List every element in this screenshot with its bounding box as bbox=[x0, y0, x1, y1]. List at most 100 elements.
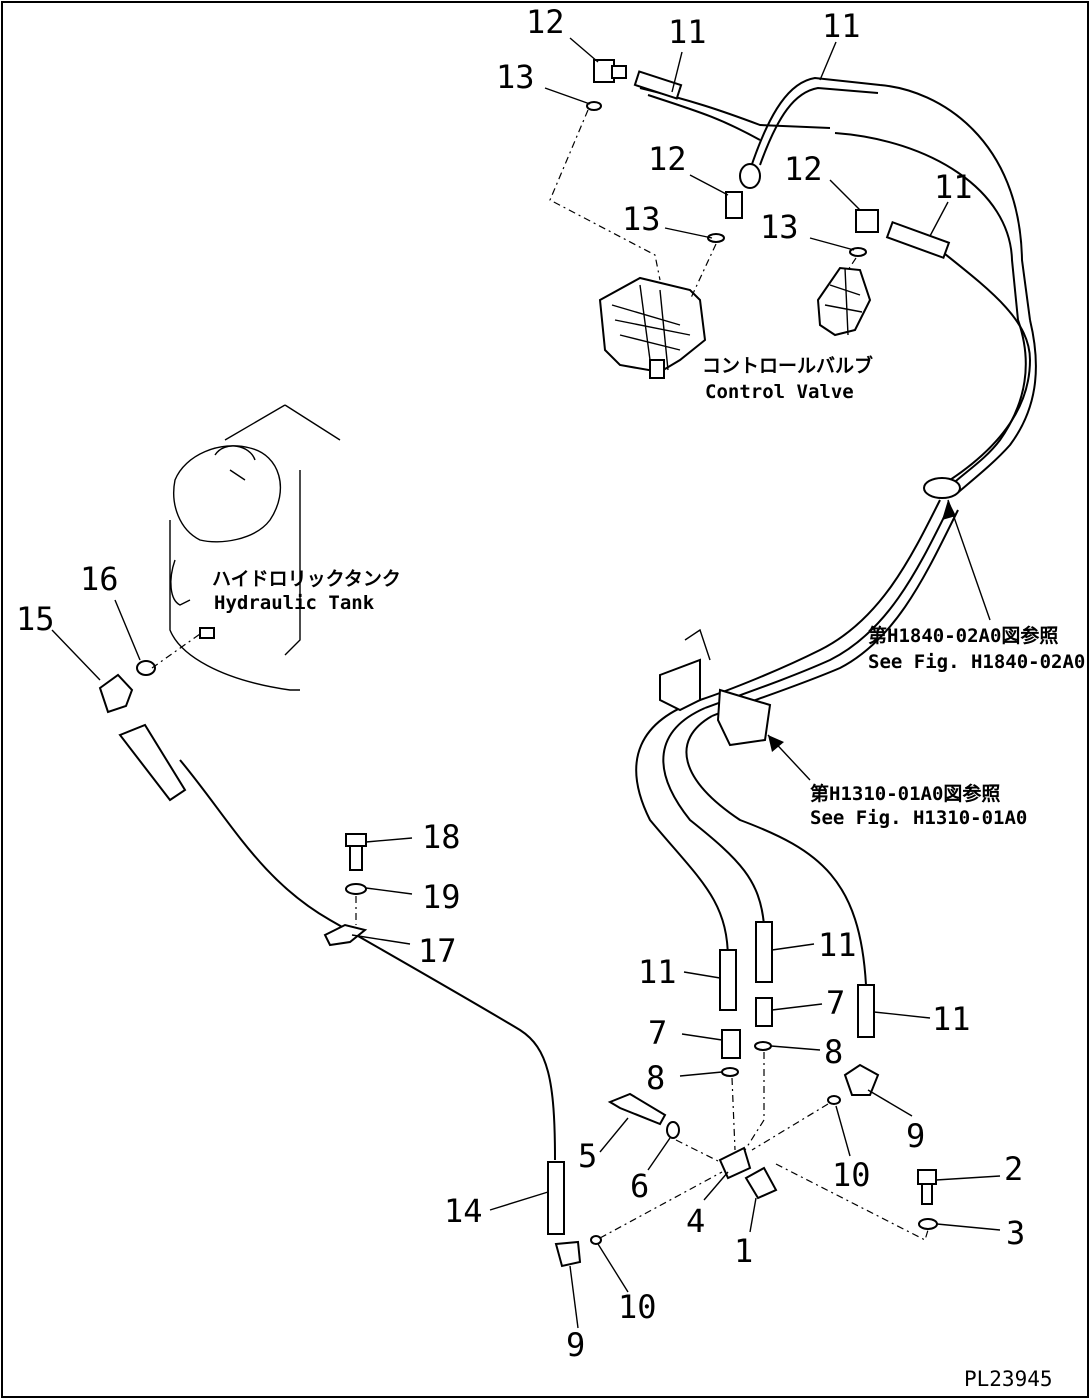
leader-12a bbox=[569, 37, 599, 63]
hose-right-3 bbox=[954, 319, 1037, 496]
callout-9a: 9 bbox=[906, 1117, 925, 1155]
callout-11a: 11 bbox=[668, 13, 707, 51]
dash-13c-to-valve bbox=[847, 257, 857, 271]
hose-end-11c bbox=[885, 220, 951, 260]
arrow-ref1 bbox=[942, 500, 956, 520]
leader-13b bbox=[664, 227, 713, 239]
leader-11d bbox=[683, 971, 721, 979]
dash-bracket-to-3 bbox=[775, 1163, 929, 1241]
leader-11a bbox=[671, 51, 683, 93]
leader-9b bbox=[569, 1265, 579, 1329]
callout-8b: 8 bbox=[824, 1033, 843, 1071]
hose-mid-1 bbox=[699, 499, 941, 701]
control-valve-left-spool bbox=[649, 359, 665, 379]
control-valve-right-body bbox=[816, 266, 872, 337]
control-valve-assembly: コントロールバルブ Control Valve bbox=[598, 266, 873, 403]
assembly-dash-lines bbox=[151, 109, 929, 1241]
hose-upper-left-2 bbox=[647, 94, 761, 141]
callout-11d: 11 bbox=[638, 953, 677, 991]
hose-end-11a bbox=[633, 70, 683, 100]
leader-10b bbox=[597, 1243, 629, 1293]
tank-port bbox=[199, 627, 215, 639]
hose-clamp-upper bbox=[923, 477, 961, 499]
clip-17 bbox=[323, 923, 368, 947]
callout-2: 2 bbox=[1004, 1150, 1023, 1188]
control-valve-label-jp: コントロールバルブ bbox=[702, 354, 873, 377]
leader-3 bbox=[936, 1223, 1001, 1231]
o-ring-10a bbox=[827, 1095, 841, 1105]
dash-10b-to-block bbox=[599, 1171, 723, 1239]
leader-10a bbox=[835, 1105, 851, 1157]
leader-6 bbox=[647, 1137, 671, 1171]
hose-lines bbox=[179, 76, 1037, 1161]
leader-8b bbox=[770, 1045, 821, 1051]
callout-16: 16 bbox=[80, 560, 119, 598]
callout-10a: 10 bbox=[832, 1156, 871, 1194]
callout-1: 1 bbox=[734, 1232, 753, 1270]
callout-11c: 11 bbox=[934, 168, 973, 206]
washer-3 bbox=[918, 1218, 938, 1230]
bolt-5 bbox=[607, 1092, 667, 1126]
hose-down-right bbox=[685, 715, 867, 986]
hydraulic-tank-assembly: ハイドロリックタンク Hydraulic Tank bbox=[169, 404, 401, 691]
leader-8a bbox=[679, 1071, 723, 1077]
callout-12b: 12 bbox=[648, 140, 687, 178]
bracket-1 bbox=[744, 1166, 778, 1200]
clamp-bracket-arm bbox=[684, 628, 711, 661]
leader-9a bbox=[867, 1089, 913, 1117]
callout-13b: 13 bbox=[622, 200, 661, 238]
hose-end-11e bbox=[755, 921, 773, 983]
elbow-9b bbox=[554, 1240, 582, 1268]
adapter-7b bbox=[755, 997, 773, 1027]
leader-19 bbox=[365, 887, 413, 895]
callout-numbers: 12 11 11 13 12 12 11 13 13 16 15 18 19 1… bbox=[16, 3, 1025, 1364]
hose-mid-2 bbox=[704, 504, 951, 709]
washer-6 bbox=[666, 1121, 680, 1139]
leader-13c bbox=[809, 237, 855, 251]
fittings bbox=[98, 59, 961, 1268]
elbow-fitting-15 bbox=[98, 673, 134, 714]
hose-right-2 bbox=[947, 319, 1027, 489]
clamp-block-lower bbox=[716, 688, 772, 747]
leader-2 bbox=[935, 1175, 1001, 1181]
o-ring-13a bbox=[586, 101, 602, 111]
callout-15: 15 bbox=[16, 600, 55, 638]
hose-end-11f bbox=[857, 984, 875, 1038]
tank-cap-detail bbox=[214, 445, 256, 481]
callout-8a: 8 bbox=[646, 1059, 665, 1097]
bolt-18-head bbox=[345, 833, 367, 847]
elbow-fitting-12a-port bbox=[611, 65, 627, 79]
hydraulic-tank-label-en: Hydraulic Tank bbox=[214, 592, 375, 614]
callout-9b: 9 bbox=[566, 1326, 585, 1364]
leader-1 bbox=[749, 1197, 757, 1233]
elbow-fitting-12c bbox=[855, 209, 879, 233]
leader-15 bbox=[51, 629, 101, 681]
leader-7a bbox=[681, 1033, 723, 1041]
leader-17 bbox=[351, 934, 411, 945]
callout-11f: 11 bbox=[932, 1000, 971, 1038]
callout-17: 17 bbox=[418, 932, 457, 970]
drawing-id: PL23945 bbox=[964, 1367, 1053, 1391]
control-valve-label-en: Control Valve bbox=[705, 381, 854, 403]
leader-7b bbox=[771, 1003, 823, 1011]
callout-4: 4 bbox=[686, 1202, 705, 1240]
o-ring-16 bbox=[136, 660, 156, 676]
callout-12c: 12 bbox=[784, 150, 823, 188]
leader-lines bbox=[51, 37, 1001, 1329]
arrow-ref2 bbox=[768, 735, 784, 752]
callout-13a: 13 bbox=[496, 58, 535, 96]
dash-13b-to-valve bbox=[689, 243, 717, 301]
ref2-label-jp: 第H1310-01A0図参照 bbox=[810, 782, 1000, 805]
adapter-7a bbox=[721, 1029, 741, 1059]
hose-top-mid bbox=[834, 132, 1019, 321]
leader-16 bbox=[114, 599, 141, 661]
hydraulic-tank-outline bbox=[169, 404, 341, 691]
leader-12c bbox=[829, 179, 861, 211]
hose-top-loop-inner bbox=[759, 86, 879, 166]
callout-19: 19 bbox=[422, 878, 461, 916]
hose-end-11b bbox=[739, 163, 761, 189]
fitting-12b bbox=[725, 191, 743, 219]
